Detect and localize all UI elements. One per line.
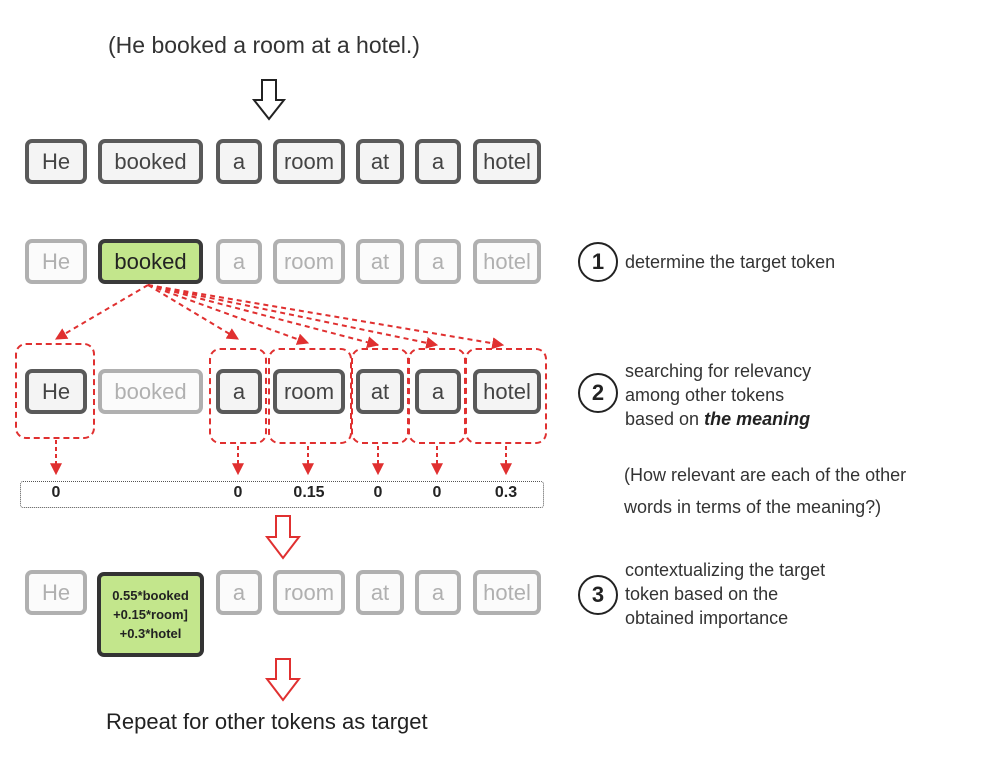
token: He [25,139,87,184]
token: a [216,369,262,414]
step-line: contextualizing the target [625,560,826,580]
context-term: +0.15*room] [113,607,188,622]
token: a [216,139,262,184]
down-arrow-icon [251,79,287,121]
relevancy-score: 0 [233,484,243,501]
token: room [273,369,345,414]
relevancy-arrows [54,284,505,350]
step-line: searching for relevancy [625,361,812,381]
target-token: booked [98,239,203,284]
relevancy-score: 0 [432,484,442,501]
token: a [415,570,461,615]
token: at [356,570,404,615]
relevancy-score: 0.15 [293,484,325,501]
token: hotel [473,239,541,284]
score-arrows [50,440,512,476]
context-term: 0.55*booked [112,588,189,603]
token: a [216,570,262,615]
relevancy-group [465,348,547,444]
token: a [415,239,461,284]
note-line: words in terms of the meaning?) [624,497,882,517]
token: a [415,139,461,184]
token: at [356,239,404,284]
token: hotel [473,570,541,615]
step-line: based on the meaning [625,407,811,431]
relevancy-group [209,348,267,444]
step-line: among other tokens [625,385,785,405]
token: room [273,239,345,284]
token: hotel [473,369,541,414]
down-arrow-icon [264,658,302,702]
context-term: +0.3*hotel [119,626,182,641]
token: booked [98,139,203,184]
step-line: token based on the [625,584,779,604]
target-token: booked [98,369,203,414]
contextualized-token: 0.55*booked +0.15*room] +0.3*hotel [97,572,204,657]
relevancy-score: 0.3 [494,484,518,501]
relevancy-score: 0 [373,484,383,501]
step-line: determine the target token [625,252,836,272]
score-bar [20,481,544,508]
step-line: obtained importance [625,608,789,628]
step-2-badge: 2 [578,373,618,413]
input-sentence: (He booked a room at a hotel.) [108,32,420,58]
token: hotel [473,139,541,184]
token: room [273,139,345,184]
token: room [273,570,345,615]
relevancy-question: (How relevant are each of the other word… [624,459,906,523]
step-1-text: determine the target token [625,250,835,274]
step-line-prefix: based on [625,409,705,429]
relevancy-score: 0 [51,484,61,501]
down-arrow-icon [264,515,302,560]
relevancy-group [15,343,95,439]
step-3-badge: 3 [578,575,618,615]
token: He [25,239,87,284]
token: He [25,570,87,615]
repeat-caption: Repeat for other tokens as target [106,709,428,734]
step-2-text: searching for relevancy among other toke… [625,359,811,431]
token: a [216,239,262,284]
step-3-text: contextualizing the target token based o… [625,558,825,630]
token: at [356,139,404,184]
step-1-badge: 1 [578,242,618,282]
note-line: (How relevant are each of the other [624,465,907,485]
token: at [356,369,404,414]
emphasis-text: the meaning [704,409,811,429]
token: a [415,369,461,414]
token: He [25,369,87,414]
